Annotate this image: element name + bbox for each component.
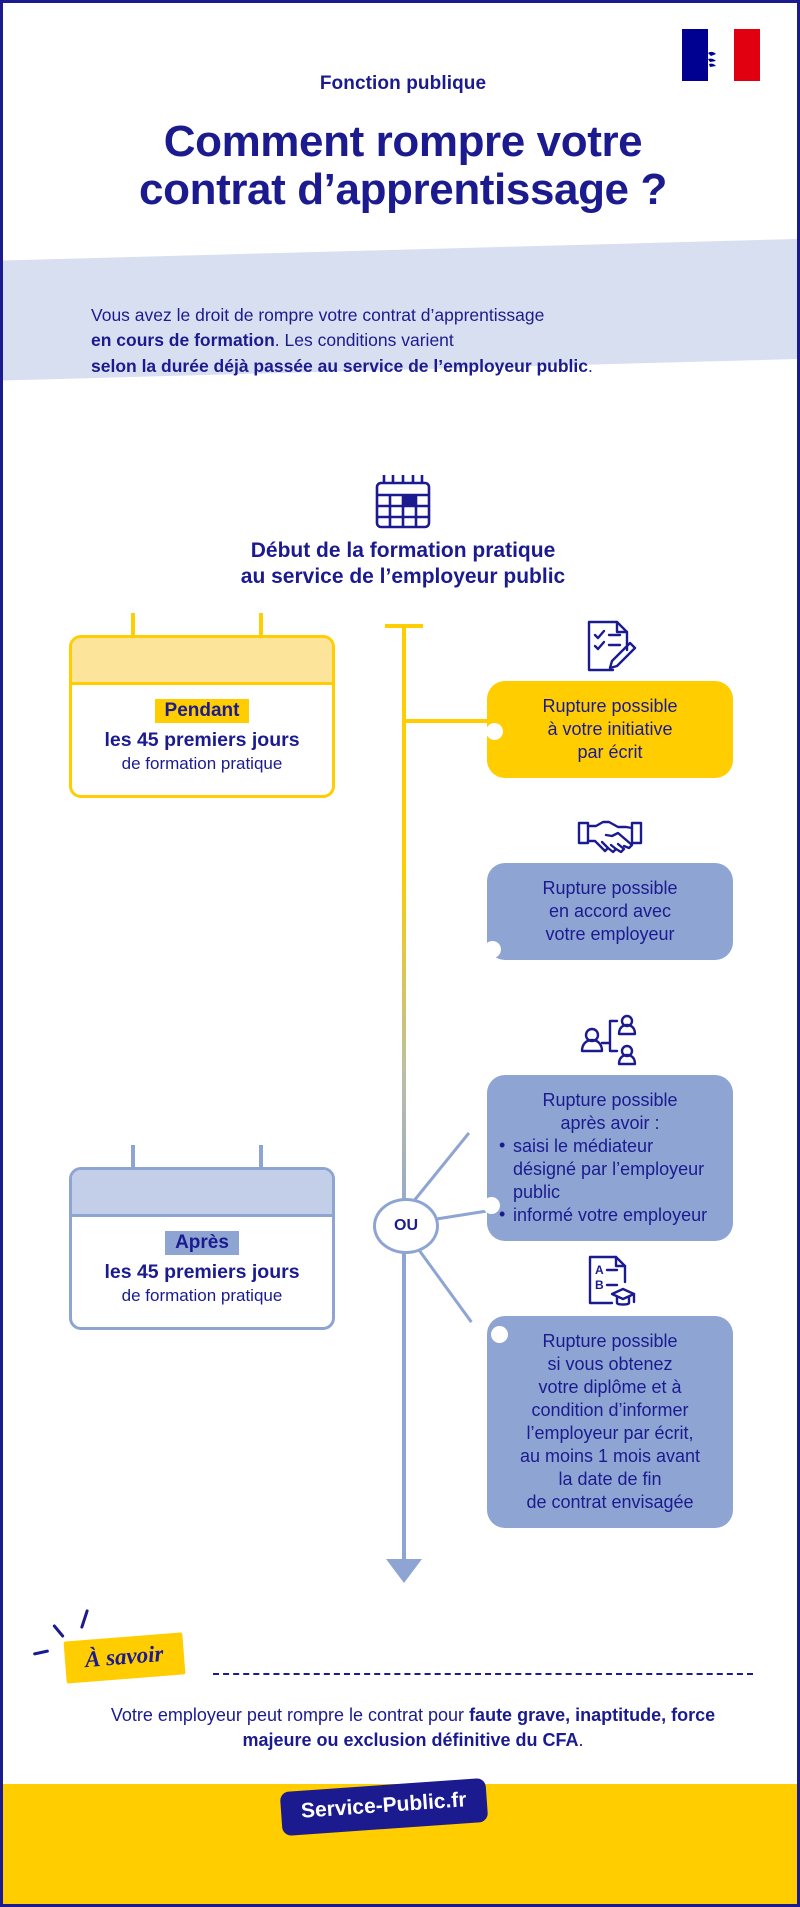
outcome-line-3: votre diplôme et à xyxy=(538,1377,682,1398)
period-tag-apres: Après xyxy=(165,1231,239,1255)
connector-dot xyxy=(486,723,503,740)
outcome-heading-line-1: Rupture possible xyxy=(542,1090,678,1110)
flag-white-stripe xyxy=(707,29,735,81)
outcome-line-4: condition d’informer xyxy=(531,1400,689,1421)
period-card-pendant: Pendant les 45 premiers jours de formati… xyxy=(69,613,335,798)
calendar-ring-right xyxy=(259,1145,263,1171)
diploma-graduation-icon: A B xyxy=(487,1252,733,1310)
outcome-line-1: Rupture possible xyxy=(542,1331,678,1351)
outcome-line-2: à votre initiative xyxy=(547,719,673,740)
outcome-bullet-2: informé votre employeur xyxy=(499,1203,721,1227)
spark-line-icon xyxy=(52,1623,65,1639)
intro-line-3-bold: selon la durée déjà passée au service de… xyxy=(91,355,589,376)
outcome-card-accord: Rupture possible en accord avec votre em… xyxy=(484,820,733,961)
timeline-branch-initiative xyxy=(402,719,488,723)
page-title-line-2: contrat d’apprentissage ? xyxy=(139,164,667,214)
calendar-rings xyxy=(69,1145,335,1171)
period-line-1: les 45 premiers jours xyxy=(104,729,300,751)
intro-line-1: Vous avez le droit de rompre votre contr… xyxy=(91,305,545,325)
calendar-card-strip xyxy=(72,1170,332,1217)
page-title-line-1: Comment rompre votre xyxy=(163,117,643,166)
period-line-2: de formation pratique xyxy=(121,1285,283,1305)
mediator-org-chart-icon xyxy=(487,1011,733,1069)
timeline-arrow-icon xyxy=(386,1559,422,1583)
outcome-text-box: Rupture possible après avoir : saisi le … xyxy=(483,1075,733,1242)
period-line-2: de formation pratique xyxy=(121,753,283,773)
connector-to-diplome xyxy=(413,1243,473,1324)
outcome-line-1: Rupture possible xyxy=(542,878,678,898)
outcome-line-3: votre employeur xyxy=(545,924,675,945)
note-divider xyxy=(213,1673,753,1675)
period-tag-pendant: Pendant xyxy=(154,699,250,723)
calendar-card-box: Après les 45 premiers jours de formation… xyxy=(69,1167,335,1330)
note-badge: À savoir xyxy=(63,1632,186,1684)
intro-line-3-plain: . xyxy=(588,355,593,376)
timeline-start-title-line-2: au service de l’employeur public xyxy=(240,564,566,588)
calendar-icon xyxy=(375,475,431,529)
calendar-ring-left xyxy=(131,1145,135,1171)
note-text: Votre employeur peut rompre le contrat p… xyxy=(83,1703,743,1753)
connector-dot xyxy=(484,941,501,958)
timeline-start-title-line-1: Début de la formation pratique xyxy=(250,539,556,562)
outcome-bullet-list: saisi le médiateur désigné par l’employe… xyxy=(499,1134,721,1227)
calendar-card-body: Pendant les 45 premiers jours de formati… xyxy=(72,685,332,795)
outcome-text-box: Rupture possible à votre initiative par … xyxy=(486,681,733,779)
svg-text:B: B xyxy=(595,1278,604,1292)
outcome-card-diplome: A B Rupture possible si vous obtenez vot… xyxy=(487,1255,733,1529)
branch-label-ou: OU xyxy=(373,1198,439,1254)
outcome-line-3: par écrit xyxy=(577,742,643,763)
intro-line-2-bold: en cours de formation xyxy=(91,330,275,351)
handshake-icon xyxy=(487,799,733,857)
outcome-line-8: de contrat envisagée xyxy=(526,1492,694,1513)
timeline-start-title: Début de la formation pratique au servic… xyxy=(143,538,663,589)
outcome-text-box: Rupture possible en accord avec votre em… xyxy=(484,863,733,961)
timeline-spine xyxy=(402,625,406,1563)
calendar-ring-right xyxy=(259,613,263,639)
page-title: Comment rompre votre contrat d’apprentis… xyxy=(3,117,797,214)
note-text-plain-2: . xyxy=(578,1729,584,1750)
connector-dot xyxy=(483,1197,500,1214)
intro-paragraph: Vous avez le droit de rompre votre contr… xyxy=(91,303,731,379)
outcome-text-box: Rupture possible si vous obtenez votre d… xyxy=(487,1316,733,1529)
flag-red-stripe xyxy=(734,29,760,81)
calendar-card-strip xyxy=(72,638,332,685)
calendar-rings xyxy=(69,613,335,639)
outcome-heading-line-2: après avoir : xyxy=(560,1113,660,1134)
calendar-ring-left xyxy=(131,613,135,639)
eyebrow-label: Fonction publique xyxy=(319,73,487,94)
outcome-line-2: en accord avec xyxy=(548,901,672,922)
outcome-card-mediateur: Rupture possible après avoir : saisi le … xyxy=(483,1014,733,1242)
connector-to-accord xyxy=(409,1132,471,1206)
checklist-pencil-icon xyxy=(487,617,733,675)
intro-line-2-plain: . Les conditions varient xyxy=(274,330,454,351)
outcome-line-7: la date de fin xyxy=(558,1469,662,1490)
outcome-line-6: au moins 1 mois avant xyxy=(519,1446,701,1467)
connector-dot xyxy=(491,1326,508,1343)
note-text-plain-1: Votre employeur peut rompre le contrat p… xyxy=(110,1705,470,1725)
calendar-card-box: Pendant les 45 premiers jours de formati… xyxy=(69,635,335,798)
note-text-bold: faute grave, inaptitude, force majeure o… xyxy=(242,1705,716,1750)
outcome-bullet-1: saisi le médiateur désigné par l’employe… xyxy=(499,1134,721,1204)
period-line-1: les 45 premiers jours xyxy=(104,1261,300,1283)
outcome-line-2: si vous obtenez xyxy=(547,1354,673,1375)
svg-text:A: A xyxy=(595,1263,604,1277)
outcome-card-initiative: Rupture possible à votre initiative par … xyxy=(486,620,733,779)
calendar-card-body: Après les 45 premiers jours de formation… xyxy=(72,1217,332,1327)
period-card-apres: Après les 45 premiers jours de formation… xyxy=(69,1145,335,1330)
outcome-line-5: l’employeur par écrit, xyxy=(526,1423,694,1444)
french-republic-flag-icon xyxy=(682,29,760,81)
outcome-line-1: Rupture possible xyxy=(542,696,678,716)
flag-blue-stripe xyxy=(682,29,708,81)
spark-line-icon xyxy=(32,1649,50,1656)
marianne-silhouette-icon xyxy=(707,36,731,73)
spark-line-icon xyxy=(79,1609,90,1629)
